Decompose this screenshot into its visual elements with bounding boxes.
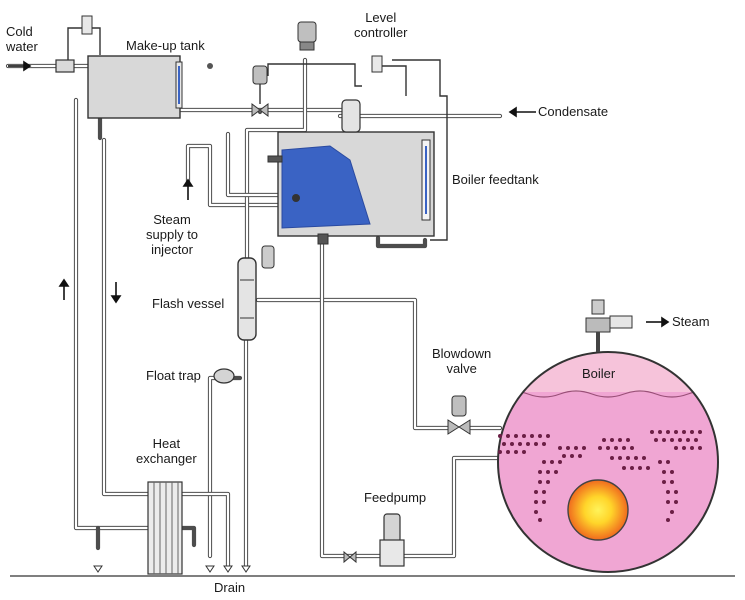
- makeup-tank: [55, 55, 213, 119]
- makeup-tank-label: Make-up tank: [126, 38, 205, 53]
- makeup-control-valve: [251, 65, 269, 117]
- float-trap-label: Float trap: [146, 368, 201, 383]
- heat-exchanger-label-line1: Heat: [152, 436, 181, 451]
- heat-exchanger-label: Heat exchanger: [136, 436, 197, 466]
- condensate-label: Condensate: [538, 104, 609, 119]
- steam-supply-label-line3: injector: [151, 242, 193, 257]
- blowdown-valve-label: Blowdown valve: [432, 346, 491, 376]
- flash-vessel-label: Flash vessel: [152, 296, 225, 311]
- feedpump: [343, 513, 405, 567]
- boiler-label: Boiler: [582, 366, 616, 381]
- cold-water-label: Cold water: [6, 24, 38, 54]
- cold-water-label-line2: water: [6, 39, 38, 54]
- boiler: [497, 299, 719, 573]
- steam-supply-label: Steam supply to injector: [146, 212, 198, 257]
- feedpump-label: Feedpump: [364, 490, 427, 505]
- level-controller-label-line2: controller: [354, 25, 408, 40]
- pipework: [5, 27, 503, 569]
- steam-label: Steam: [672, 314, 710, 329]
- cold-water-label-line1: Cold: [6, 24, 33, 39]
- flow-arrows: [8, 60, 670, 328]
- drain-outlets: [93, 565, 251, 573]
- level-controller-label-line1: Level: [365, 10, 397, 25]
- level-controller: [371, 55, 383, 73]
- blowdown-valve-label-line2: valve: [446, 361, 477, 376]
- float-trap-icon: [213, 368, 235, 384]
- furnace-tube: [567, 479, 629, 541]
- steam-supply-label-line2: supply to: [146, 227, 199, 242]
- cold-water-valve-icon: [81, 15, 93, 35]
- heat-exchanger: [147, 481, 183, 575]
- boiler-feedtank-label: Boiler feedtank: [452, 172, 539, 187]
- boiler-tubes: [498, 430, 702, 522]
- level-controller-label: Level controller: [354, 10, 407, 40]
- steam-supply-label-line1: Steam: [153, 212, 191, 227]
- steam-control-valve: [297, 21, 317, 51]
- blowdown-valve: [447, 395, 471, 435]
- drain-label: Drain: [214, 580, 246, 595]
- heat-exchanger-label-line2: exchanger: [136, 451, 197, 466]
- flash-vessel: [237, 233, 329, 341]
- blowdown-valve-label-line1: Blowdown: [432, 346, 492, 361]
- boiler-feedtank: [267, 99, 435, 237]
